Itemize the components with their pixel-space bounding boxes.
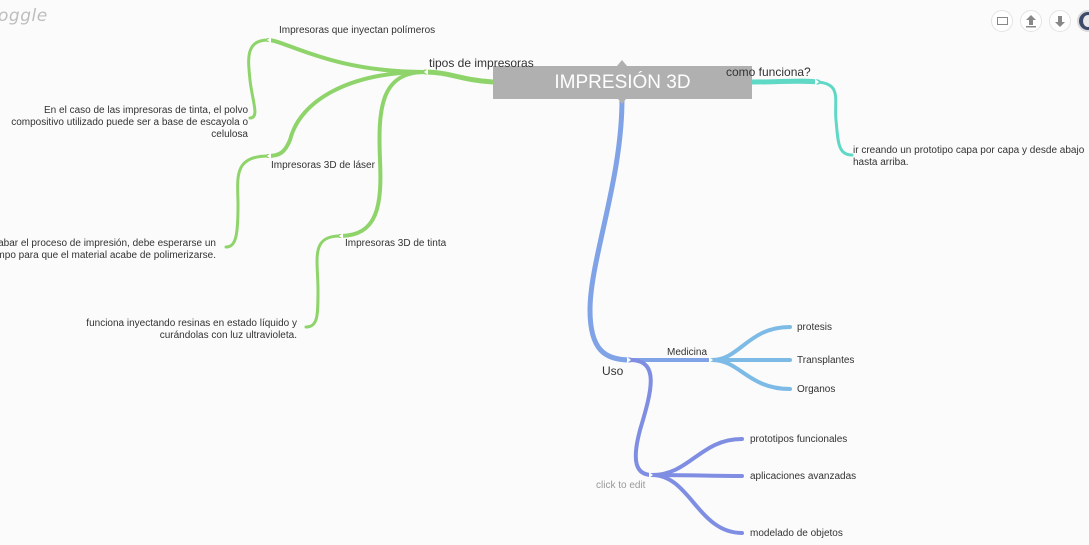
node-marker [424,69,428,75]
node-modelado[interactable]: modelado de objetos [750,528,843,539]
branch-polimeros-note [247,38,270,120]
node-organos[interactable]: Organos [797,384,836,395]
branch-root-funciona [749,78,821,85]
root-node[interactable]: IMPRESIÓN 3D [493,66,752,99]
node-click-to-edit[interactable]: click to edit [596,480,646,491]
upload-arrow-icon [1026,15,1036,28]
node-medicina[interactable]: Medicina [667,347,708,358]
note-polimeros[interactable]: En el caso de las impresoras de tinta, e… [11,105,248,140]
root-bottom-notch [618,99,626,104]
app-logo: oggle [0,6,48,26]
branch-edit-modelado [650,473,744,535]
node-transplantes[interactable]: Transplantes [797,355,855,366]
branch-medicina-organos [710,358,792,391]
branch-uso-edit [628,358,654,477]
avatar[interactable] [1077,10,1089,32]
node-protesis[interactable]: protesis [797,322,833,333]
node-laser[interactable]: Impresoras 3D de láser [271,160,375,171]
branch-medicina-protesis [710,325,792,362]
note-tinta[interactable]: funciona inyectando resinas en estado lí… [86,318,297,341]
node-marker [627,357,631,363]
branch-tipos-tinta [338,70,427,238]
branch-tipos-polimeros [266,38,427,74]
branch-edit-prototipos [650,437,744,477]
root-top-notch [617,60,627,66]
upload-button[interactable] [1020,10,1042,32]
node-marker [267,153,271,159]
branch-root-uso [587,96,633,363]
note-laser[interactable]: acabar el proceso de impresión, debe esp… [0,238,216,261]
node-marker [815,79,819,85]
node-uso[interactable]: Uso [602,364,624,378]
download-button[interactable] [1049,10,1071,32]
branch-laser-note [224,154,270,249]
download-arrow-icon [1055,16,1065,27]
node-aplicaciones[interactable]: aplicaciones avanzadas [750,471,857,482]
branch-tinta-note [304,234,342,329]
node-polimeros[interactable]: Impresoras que inyectan polímeros [279,25,436,36]
node-marker [649,472,653,478]
node-marker [339,233,343,239]
branch-funciona-note [816,80,854,157]
branch-root-tipos [422,69,496,85]
node-marker [709,357,713,363]
node-tinta[interactable]: Impresoras 3D de tinta [345,238,447,249]
present-button[interactable] [991,10,1013,32]
node-prototipos[interactable]: prototipos funcionales [750,434,848,445]
node-funciona[interactable]: como funciona? [726,65,811,79]
monitor-icon [996,17,1008,25]
avatar-face [1083,15,1089,27]
node-tipos[interactable]: tipos de impresoras [429,56,534,70]
branch-tipos-laser [266,70,427,158]
node-marker [267,37,271,43]
note-funciona[interactable]: ir creando un prototipo capa por capa y … [853,145,1085,168]
